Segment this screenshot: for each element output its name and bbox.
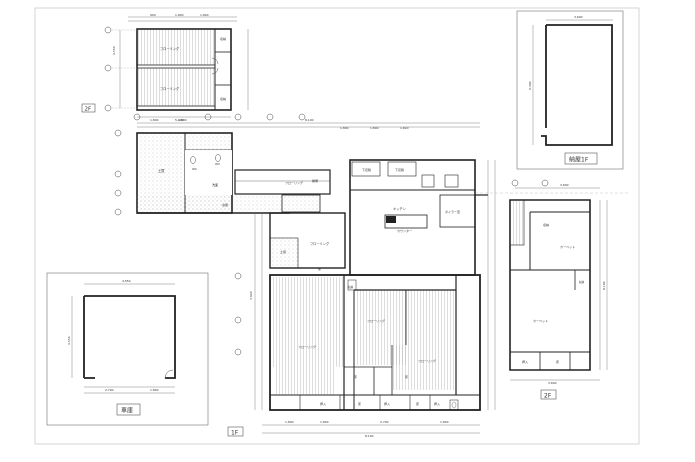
dim-text: 1,820: [400, 126, 409, 130]
dim-text: 8,100: [305, 118, 314, 122]
floor-label-2f-top: 2F: [85, 107, 92, 113]
room-label: 床: [405, 374, 408, 379]
room-label: カウンター: [397, 228, 412, 233]
dim-text: 1,800: [175, 13, 184, 17]
room-label: 床: [318, 266, 321, 271]
room-label: 土間: [280, 249, 286, 254]
room-label: 玄関: [222, 202, 228, 207]
dim-text: 3,600: [548, 381, 557, 385]
dim-text: 1,800: [285, 420, 294, 424]
room-label: カーペット: [560, 244, 575, 249]
dim-text: 900: [150, 13, 156, 17]
room-label: カーペット: [533, 318, 548, 323]
room-label: 床: [556, 359, 559, 364]
plan-1f-main: 1,800 1,800 8,100 1,800 1,800 1,820 土間 W…: [114, 113, 630, 438]
room-label: キッチン: [393, 206, 406, 211]
room-label: 押入: [434, 401, 440, 406]
dim-text: 1,800: [440, 420, 449, 424]
dim-text: 1,800: [178, 118, 187, 122]
storehouse-label: 納屋1F: [569, 156, 589, 164]
dim-text: 8,100: [365, 434, 374, 438]
room-label: フローリング: [418, 358, 436, 363]
room-label: WC: [192, 167, 197, 171]
room-label: 押入: [320, 401, 326, 406]
plan-2f-top: 900 1,800 1,800 フローリング フローリング 収納 収納 4,55…: [81, 13, 249, 122]
room-label: フローリング: [310, 241, 330, 246]
plan-2f-right: 3,600 収納 カーペット 収納 カーペット 押入 床 8,100 3,600…: [509, 179, 608, 400]
room-label: 収納: [579, 280, 585, 284]
room-label: フローリング: [367, 318, 385, 323]
sheet-border: [34, 7, 640, 445]
dim-text: 1,800: [340, 126, 349, 130]
floor-label-2f-right: 2F: [544, 393, 552, 400]
garage-label: 車庫: [121, 407, 133, 415]
dim-text: 3,600: [574, 15, 583, 19]
dim-text: 5,400: [175, 118, 184, 122]
room-label: フローリング: [160, 86, 180, 91]
dim-text: 2,700: [380, 420, 389, 424]
room-label: 洗面: [212, 182, 218, 187]
dim-text: 1,800: [320, 420, 329, 424]
dim-text: 1,800: [150, 388, 159, 392]
room-label: フローリング: [160, 46, 180, 51]
dim-text: 4,550: [112, 46, 116, 55]
room-label: 下足箱: [395, 167, 404, 172]
room-label: 土間: [158, 168, 164, 173]
room-label: 床: [354, 374, 357, 379]
room-label: ボイラー室: [445, 209, 460, 214]
room-label: 押入: [522, 359, 528, 364]
room-label: 押入: [384, 401, 390, 406]
room-label: フローリング: [285, 180, 303, 185]
room-label: 収納: [220, 36, 226, 41]
dim-text: 4,550: [67, 336, 71, 345]
dim-text: 1,800: [370, 126, 379, 130]
dim-text: 2,700: [105, 388, 114, 392]
room-label: 床: [358, 401, 361, 406]
room-label: 縁側: [312, 178, 318, 183]
dim-text: 6,300: [528, 81, 532, 90]
dim-text: 8,100: [602, 281, 606, 290]
room-label: 下足箱: [362, 167, 371, 172]
floor-label-box: [81, 103, 96, 113]
dim-text: 1,800: [200, 13, 209, 17]
room-label: 収納: [220, 96, 226, 101]
plan-garage: 4,550 4,550 2,700 1,800 車庫: [46, 272, 209, 426]
dim-text: 3,600: [560, 183, 569, 187]
dim-text: 4,550: [122, 279, 131, 283]
floor-label-1f: 1F: [231, 430, 239, 437]
room-label: 床: [416, 401, 419, 406]
dim-text: 3,640: [249, 291, 253, 300]
room-label: WC: [215, 162, 220, 166]
room-label: 収納: [543, 222, 549, 227]
dim-text: 1,800: [150, 118, 159, 122]
plan-storehouse: 3,600 6,300 納屋1F: [516, 10, 624, 170]
room-label: フローリング: [298, 344, 316, 349]
room-label: 収納: [348, 285, 354, 289]
